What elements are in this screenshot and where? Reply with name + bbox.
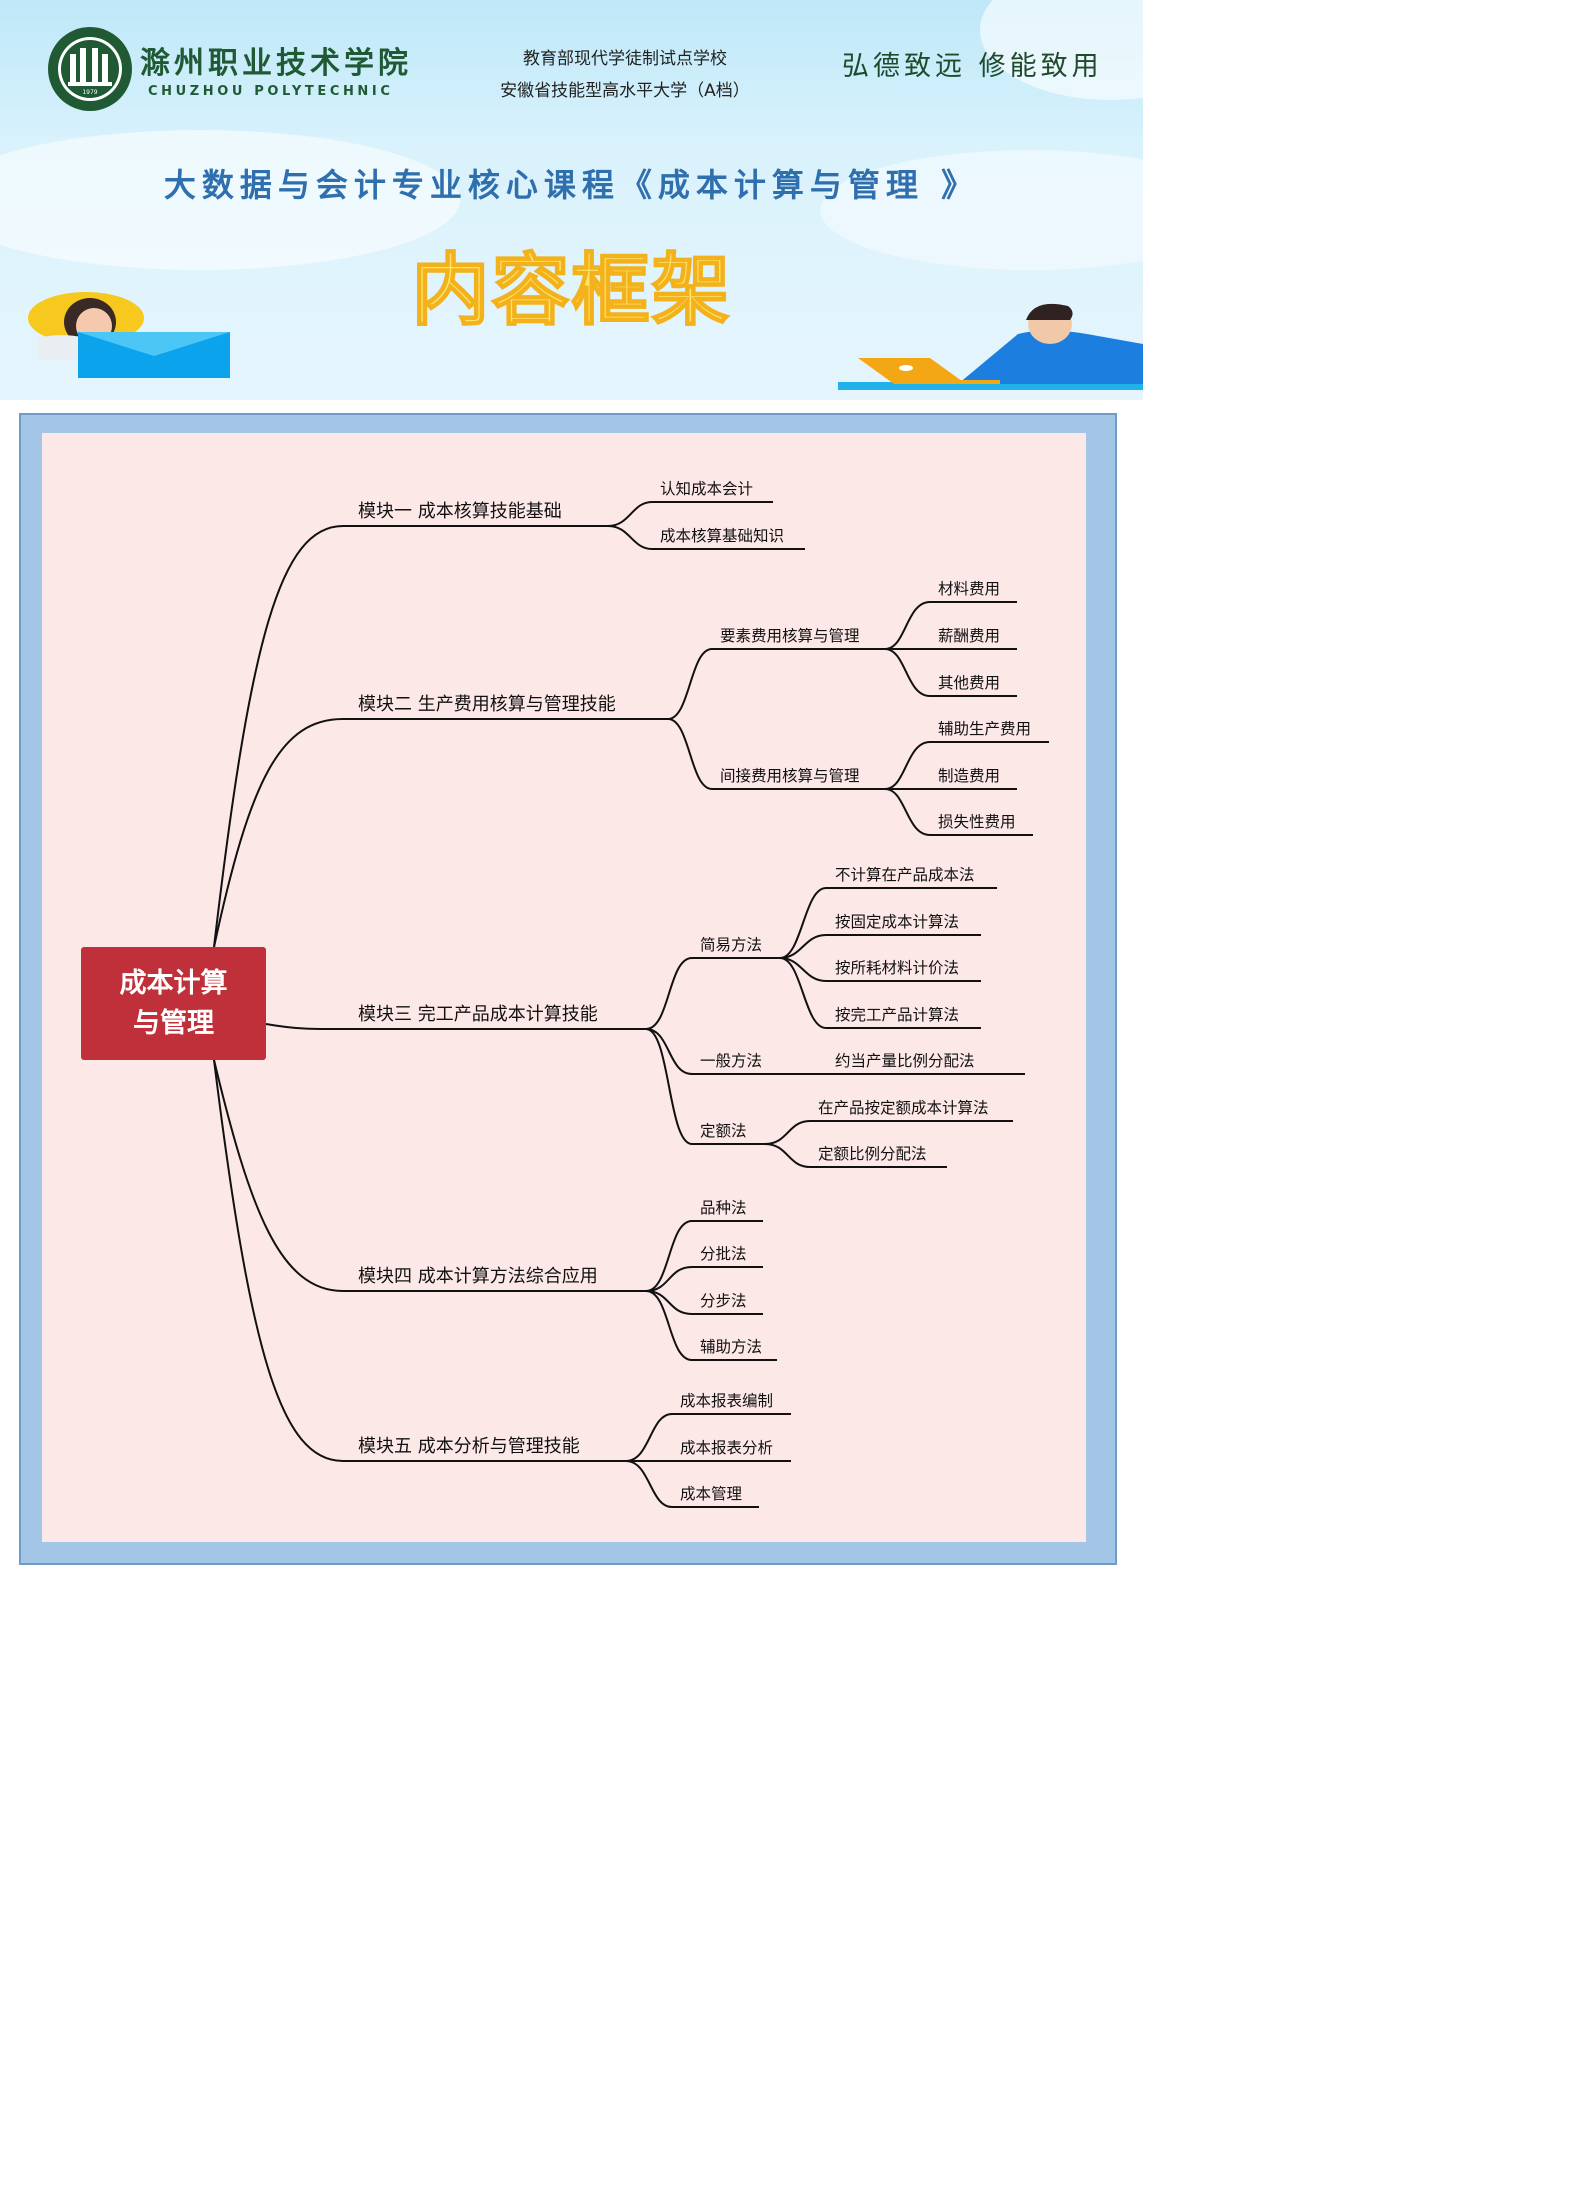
connector-line [608, 502, 652, 526]
leaf-node: 材料费用 [938, 577, 1000, 599]
leaf-node: 辅助方法 [700, 1335, 762, 1357]
connector-line [646, 1267, 692, 1291]
leaf-node: 成本核算基础知识 [660, 524, 784, 546]
module-node: 模块二 生产费用核算与管理技能 [358, 690, 616, 716]
connector-line [214, 526, 343, 947]
connector-line [608, 526, 652, 549]
leaf-node: 约当产量比例分配法 [835, 1049, 975, 1071]
module-node: 模块三 完工产品成本计算技能 [358, 1000, 598, 1026]
leaf-node: 定额比例分配法 [818, 1142, 927, 1164]
leaf-node: 其他费用 [938, 671, 1000, 693]
leaf-node: 辅助生产费用 [938, 717, 1031, 739]
root-label-line1: 成本计算 [120, 964, 228, 1004]
leaf-node: 认知成本会计 [660, 477, 753, 499]
module-node: 模块五 成本分析与管理技能 [358, 1432, 580, 1458]
leaf-node: 制造费用 [938, 764, 1000, 786]
leaf-node: 不计算在产品成本法 [835, 863, 975, 885]
root-label-line2: 与管理 [133, 1004, 214, 1044]
leaf-node: 成本管理 [680, 1482, 742, 1504]
connector-line [646, 1029, 692, 1074]
leaf-node: 成本报表编制 [680, 1389, 773, 1411]
connector-line [765, 1121, 810, 1144]
connector-line [668, 649, 712, 719]
connector-line [626, 1461, 672, 1507]
group-node: 简易方法 [700, 933, 762, 955]
group-node: 一般方法 [700, 1049, 762, 1071]
leaf-node: 按完工产品计算法 [835, 1003, 959, 1025]
connector-line [885, 649, 930, 696]
module-node: 模块四 成本计算方法综合应用 [358, 1262, 598, 1288]
leaf-node: 薪酬费用 [938, 624, 1000, 646]
connector-line [646, 1221, 692, 1291]
connector-line [885, 789, 930, 835]
connector-line [765, 1144, 810, 1167]
leaf-node: 分步法 [700, 1289, 747, 1311]
mindmap-root-node: 成本计算 与管理 [81, 947, 266, 1060]
leaf-node: 损失性费用 [938, 810, 1016, 832]
connector-line [214, 1060, 343, 1461]
module-node: 模块一 成本核算技能基础 [358, 497, 562, 523]
connector-line [885, 602, 930, 649]
leaf-node: 在产品按定额成本计算法 [818, 1096, 989, 1118]
connector-line [626, 1414, 672, 1461]
group-node: 定额法 [700, 1119, 747, 1141]
group-node: 间接费用核算与管理 [720, 764, 860, 786]
connector-line [214, 1060, 343, 1291]
connector-line [266, 1024, 343, 1029]
leaf-node: 按固定成本计算法 [835, 910, 959, 932]
group-node: 要素费用核算与管理 [720, 624, 860, 646]
leaf-node: 按所耗材料计价法 [835, 956, 959, 978]
connector-line [214, 719, 343, 947]
connector-line [885, 742, 930, 789]
leaf-node: 分批法 [700, 1242, 747, 1264]
connector-line [668, 719, 712, 789]
connector-line [646, 958, 692, 1029]
leaf-node: 品种法 [700, 1196, 747, 1218]
leaf-node: 成本报表分析 [680, 1436, 773, 1458]
connector-line [646, 1029, 692, 1144]
